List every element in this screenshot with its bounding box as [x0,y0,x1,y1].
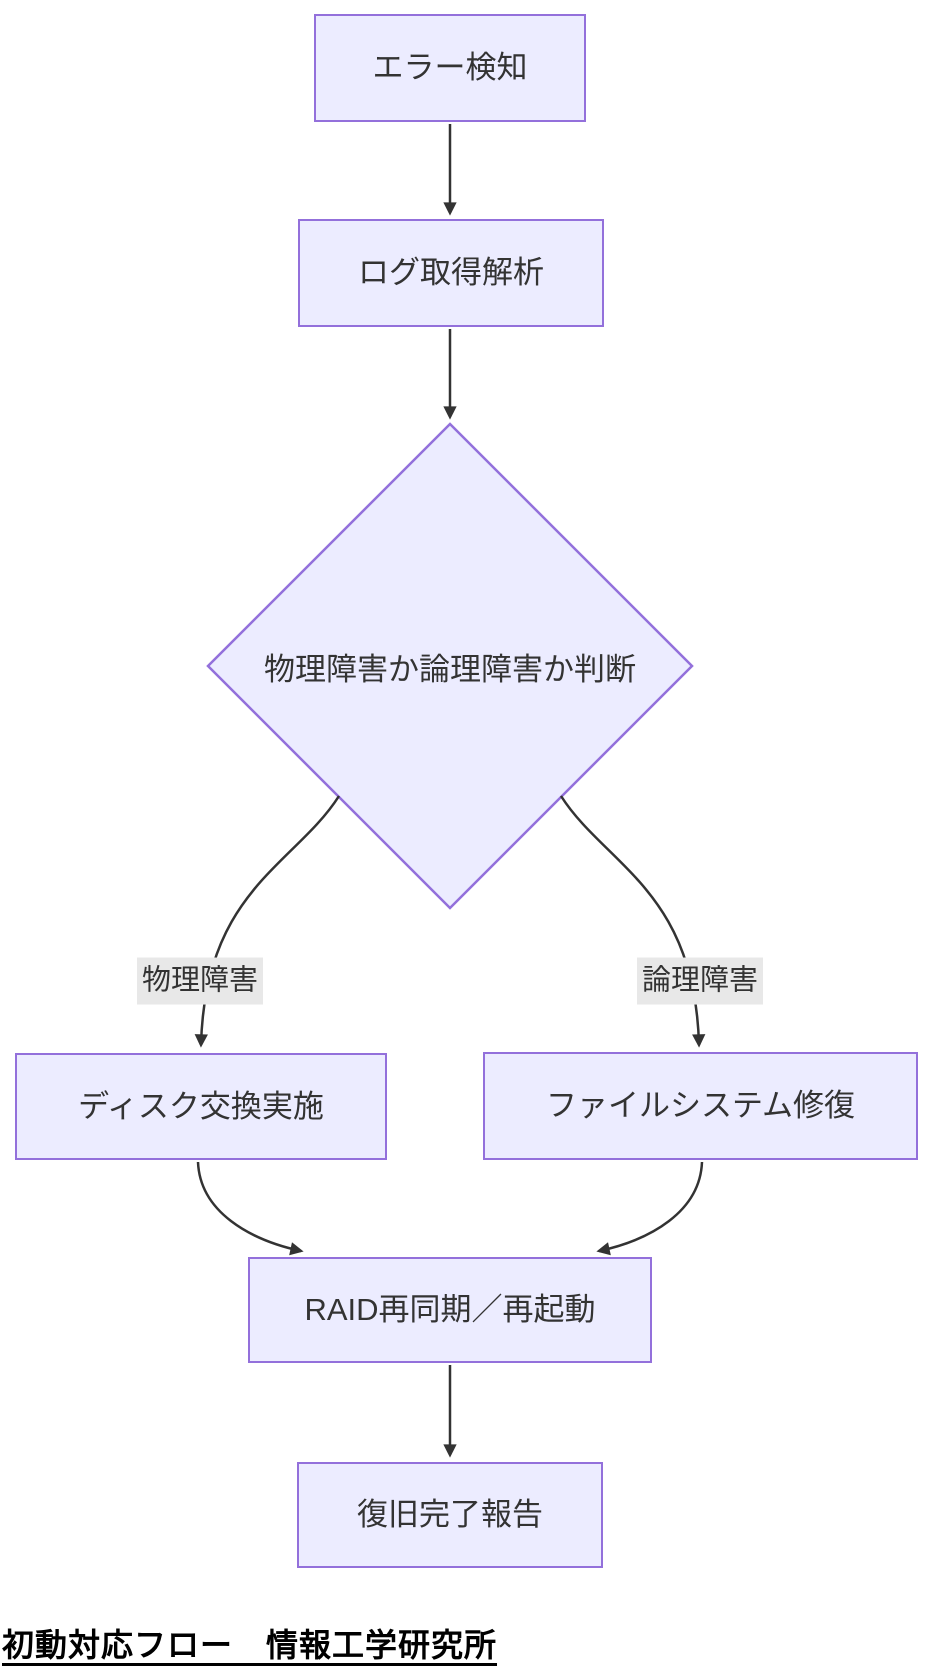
node-log-analysis-label: ログ取得解析 [358,255,544,291]
node-recovery-report-label: 復旧完了報告 [357,1497,543,1533]
node-disk-replacement: ディスク交換実施 [15,1053,387,1160]
node-raid-resync: RAID再同期／再起動 [248,1257,652,1363]
node-disk-replacement-label: ディスク交換実施 [78,1088,324,1124]
node-filesystem-repair: ファイルシステム修復 [483,1052,918,1160]
edge-filesystem-to-raid [596,1161,704,1256]
node-error-detection: エラー検知 [314,14,586,122]
node-recovery-report: 復旧完了報告 [297,1462,603,1568]
edge-disk-to-raid [196,1161,304,1256]
edge-label-logical: 論理障害 [636,957,764,1005]
diagram-caption: 初動対応フロー 情報工学研究所 [2,1627,498,1663]
decision-diamond-shape [206,422,694,910]
node-raid-resync-label: RAID再同期／再起動 [304,1292,596,1328]
node-log-analysis: ログ取得解析 [298,219,604,327]
edge-decision-to-filesystem [559,795,706,1048]
node-error-detection-label: エラー検知 [372,50,528,86]
edge-label-physical: 物理障害 [136,957,264,1005]
decision-node-label: 物理障害か論理障害か判断 [264,651,636,687]
node-filesystem-repair-label: ファイルシステム修復 [545,1088,856,1124]
edge-decision-to-disk [194,795,341,1048]
